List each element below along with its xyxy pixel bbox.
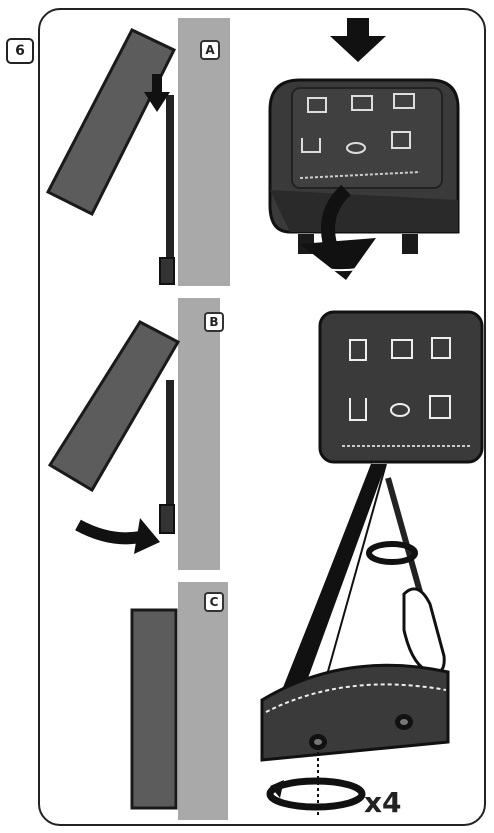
solar-panel-c — [132, 610, 176, 808]
mount-bracket-a — [160, 95, 174, 284]
receiver-device-b — [320, 312, 482, 462]
down-arrow-icon — [330, 18, 386, 62]
screw-rotation-icon — [270, 752, 362, 818]
screw-hole-icon — [309, 734, 327, 750]
screwdriver-icon — [369, 478, 444, 673]
swing-arrow-icon — [78, 518, 160, 554]
screw-hole-icon — [395, 714, 413, 730]
screw-count-label: x4 — [364, 786, 402, 819]
solar-panel-b — [50, 322, 178, 490]
solar-panel-a — [48, 30, 174, 214]
mount-bracket-b — [160, 380, 174, 533]
receiver-device-a — [270, 80, 458, 254]
